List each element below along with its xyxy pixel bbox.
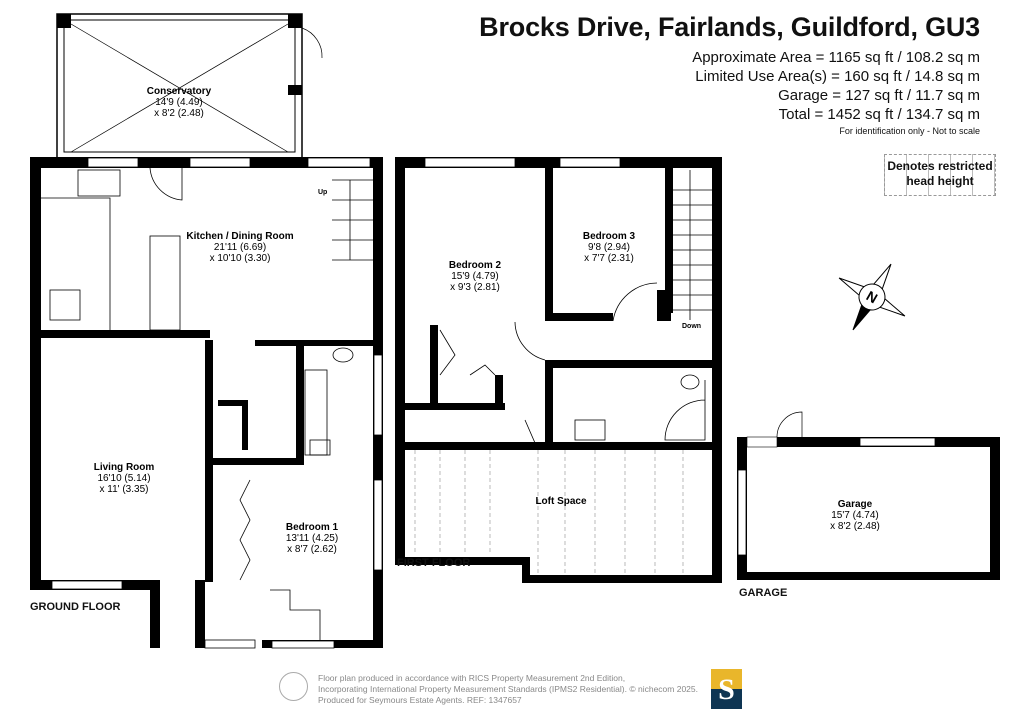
room-label-living: Living Room 16'10 (5.14) x 11' (3.35) [94,462,155,495]
footer-line-1: Floor plan produced in accordance with R… [318,673,626,683]
room-dim: 16'10 (5.14) [97,473,150,484]
kitchen-fittings [41,167,373,640]
room-dim: 15'9 (4.79) [451,271,499,282]
room-label-kitchen: Kitchen / Dining Room 21'11 (6.69) x 10'… [186,231,293,264]
area-garage: Garage = 127 sq ft / 11.7 sq m [778,87,980,104]
ground-floor-windows [51,157,383,649]
garage-floor-label: GARAGE [739,587,788,599]
room-label-bedroom1: Bedroom 1 13'11 (4.25) x 8'7 (2.62) [286,522,339,555]
room-dim: x 8'2 (2.48) [154,108,204,119]
compass-icon [838,263,906,331]
first-floor-details [414,157,712,575]
room-label-bedroom3: Bedroom 3 9'8 (2.94) x 7'7 (2.31) [583,231,636,264]
restricted-height-legend: Denotes restricted head height [884,154,996,196]
legend-line-2: head height [906,174,974,188]
scale-note: For identification only - Not to scale [839,126,980,136]
room-name: Kitchen / Dining Room [186,231,293,242]
room-dim: 9'8 (2.94) [588,242,630,253]
room-name: Garage [838,499,873,510]
room-label-conservatory: Conservatory 14'9 (4.49) x 8'2 (2.48) [147,86,212,119]
first-floor-walls [395,157,722,583]
legend-line-1: Denotes restricted [887,159,993,173]
stairs-up-label: Up [318,189,327,196]
footer-line-2: Incorporating International Property Mea… [318,684,698,694]
room-dim: x 10'10 (3.30) [210,253,271,264]
ground-floor-label: GROUND FLOOR [30,601,121,613]
room-name: Bedroom 3 [583,231,636,242]
area-approximate: Approximate Area = 1165 sq ft / 108.2 sq… [692,49,980,66]
room-dim: x 8'2 (2.48) [830,521,880,532]
room-dim: x 7'7 (2.31) [584,253,634,264]
property-title: Brocks Drive, Fairlands, Guildford, GU3 [479,12,980,42]
stairs-down-label: Down [682,323,701,330]
room-dim: 15'7 (4.74) [831,510,879,521]
person-icon [279,672,308,701]
room-label-loft: Loft Space [535,496,587,507]
room-dim: x 11' (3.35) [100,484,149,495]
garage-walls [737,411,1000,580]
room-dim: 14'9 (4.49) [155,97,203,108]
room-name: Bedroom 1 [286,522,339,533]
room-dim: x 9'3 (2.81) [450,282,500,293]
room-dim: x 8'7 (2.62) [287,544,337,555]
room-dim: 13'11 (4.25) [286,533,338,544]
logo-letter: S [718,673,735,706]
room-label-garage: Garage 15'7 (4.74) x 8'2 (2.48) [830,499,880,532]
area-summary: Approximate Area = 1165 sq ft / 108.2 sq… [692,48,980,124]
room-name: Bedroom 2 [449,260,502,271]
room-dim: 21'11 (6.69) [214,242,266,253]
room-name: Living Room [94,462,155,473]
room-name: Conservatory [147,86,212,97]
footer-line-3: Produced for Seymours Estate Agents. REF… [318,695,522,705]
room-label-bedroom2: Bedroom 2 15'9 (4.79) x 9'3 (2.81) [449,260,502,293]
footer-text: Floor plan produced in accordance with R… [318,673,698,706]
first-floor-label: FIRST FLOOR [397,557,471,569]
seymours-logo: S [711,669,742,709]
area-total: Total = 1452 sq ft / 134.7 sq m [778,106,980,123]
area-limited-use: Limited Use Area(s) = 160 sq ft / 14.8 s… [695,68,980,85]
